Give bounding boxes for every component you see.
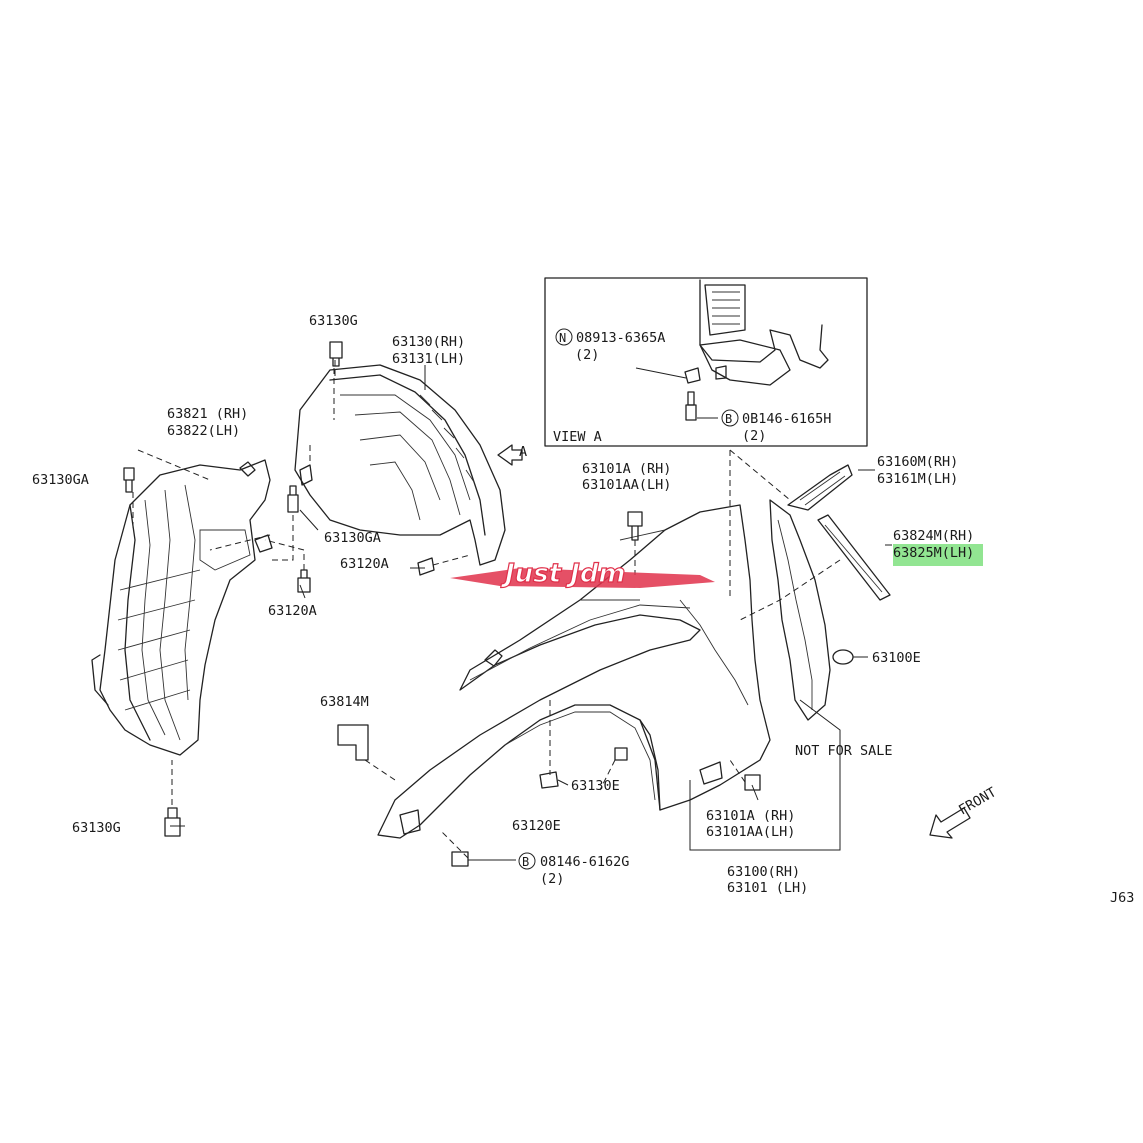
label-63822-lh: 63822(LH) <box>167 423 240 439</box>
label-63821-rh: 63821 (RH) <box>167 406 248 422</box>
label-not-for-sale: NOT FOR SALE <box>795 743 893 759</box>
label-63120a-left: 63120A <box>268 603 317 619</box>
label-63101aa-top: 63101AA(LH) <box>582 477 671 493</box>
inner-fender-liner-front <box>91 459 273 756</box>
label-63101-lh: 63101 (LH) <box>727 880 808 896</box>
nut-marker-circle <box>555 328 573 346</box>
bracket-63814m <box>337 724 369 761</box>
plug-63100e <box>832 649 854 665</box>
solid-leaders <box>170 365 892 861</box>
label-63130-rh: 63130(RH) <box>392 334 465 350</box>
bolt-marker-circle-2 <box>518 852 536 870</box>
label-0b146-6165h: 0B146-6165H <box>742 411 831 427</box>
label-0b146-qty: (2) <box>742 428 766 444</box>
view-a-arrow <box>497 444 523 466</box>
front-fender <box>377 499 831 839</box>
label-63100-rh: 63100(RH) <box>727 864 800 880</box>
label-corner-code: J63 <box>1110 890 1134 906</box>
fasteners <box>123 341 761 867</box>
label-63130g-top: 63130G <box>309 313 358 329</box>
label-63161m: 63161M(LH) <box>877 471 958 487</box>
label-view-a-arrow: A <box>519 444 527 460</box>
label-63130ga-left: 63130GA <box>32 472 89 488</box>
label-63824m: 63824M(RH) <box>893 528 974 544</box>
label-63130g-bot: 63130G <box>72 820 121 836</box>
just-jdm-logo: Just Jdm <box>450 558 715 590</box>
dashed-leaders <box>132 368 841 859</box>
label-63100e: 63100E <box>872 650 921 666</box>
label-08913-qty: (2) <box>575 347 599 363</box>
label-front: FRONT <box>956 784 999 818</box>
label-view-a: VIEW A <box>553 429 602 445</box>
label-63160m: 63160M(RH) <box>877 454 958 470</box>
label-63120a-mid: 63120A <box>340 556 389 572</box>
label-08146-6162g-qty: (2) <box>540 871 564 887</box>
nut-marker-letter: N <box>559 331 566 345</box>
label-63825m: 63825M(LH) <box>893 545 974 561</box>
bolt-marker-letter-2: B <box>522 855 529 869</box>
label-08146-6162g: 08146-6162G <box>540 854 629 870</box>
label-63130ga-mid: 63130GA <box>324 530 381 546</box>
label-63101aa-bot: 63101AA(LH) <box>706 824 795 840</box>
side-garnish <box>787 464 891 601</box>
label-63814m: 63814M <box>320 694 369 710</box>
front-arrow <box>929 807 971 839</box>
highlight-63825m <box>893 544 983 566</box>
inner-fender-liner-rear <box>294 360 506 566</box>
label-63120e: 63120E <box>512 818 561 834</box>
bolt-marker-circle <box>721 409 739 427</box>
label-63101a-bot: 63101A (RH) <box>706 808 795 824</box>
logo-text: Just Jdm <box>500 559 626 589</box>
label-08913-6365a: 08913-6365A <box>576 330 665 346</box>
label-63131-lh: 63131(LH) <box>392 351 465 367</box>
view-a-inset <box>544 277 868 447</box>
label-63101a-top: 63101A (RH) <box>582 461 671 477</box>
bolt-marker-letter: B <box>725 412 732 426</box>
label-63130e: 63130E <box>571 778 620 794</box>
